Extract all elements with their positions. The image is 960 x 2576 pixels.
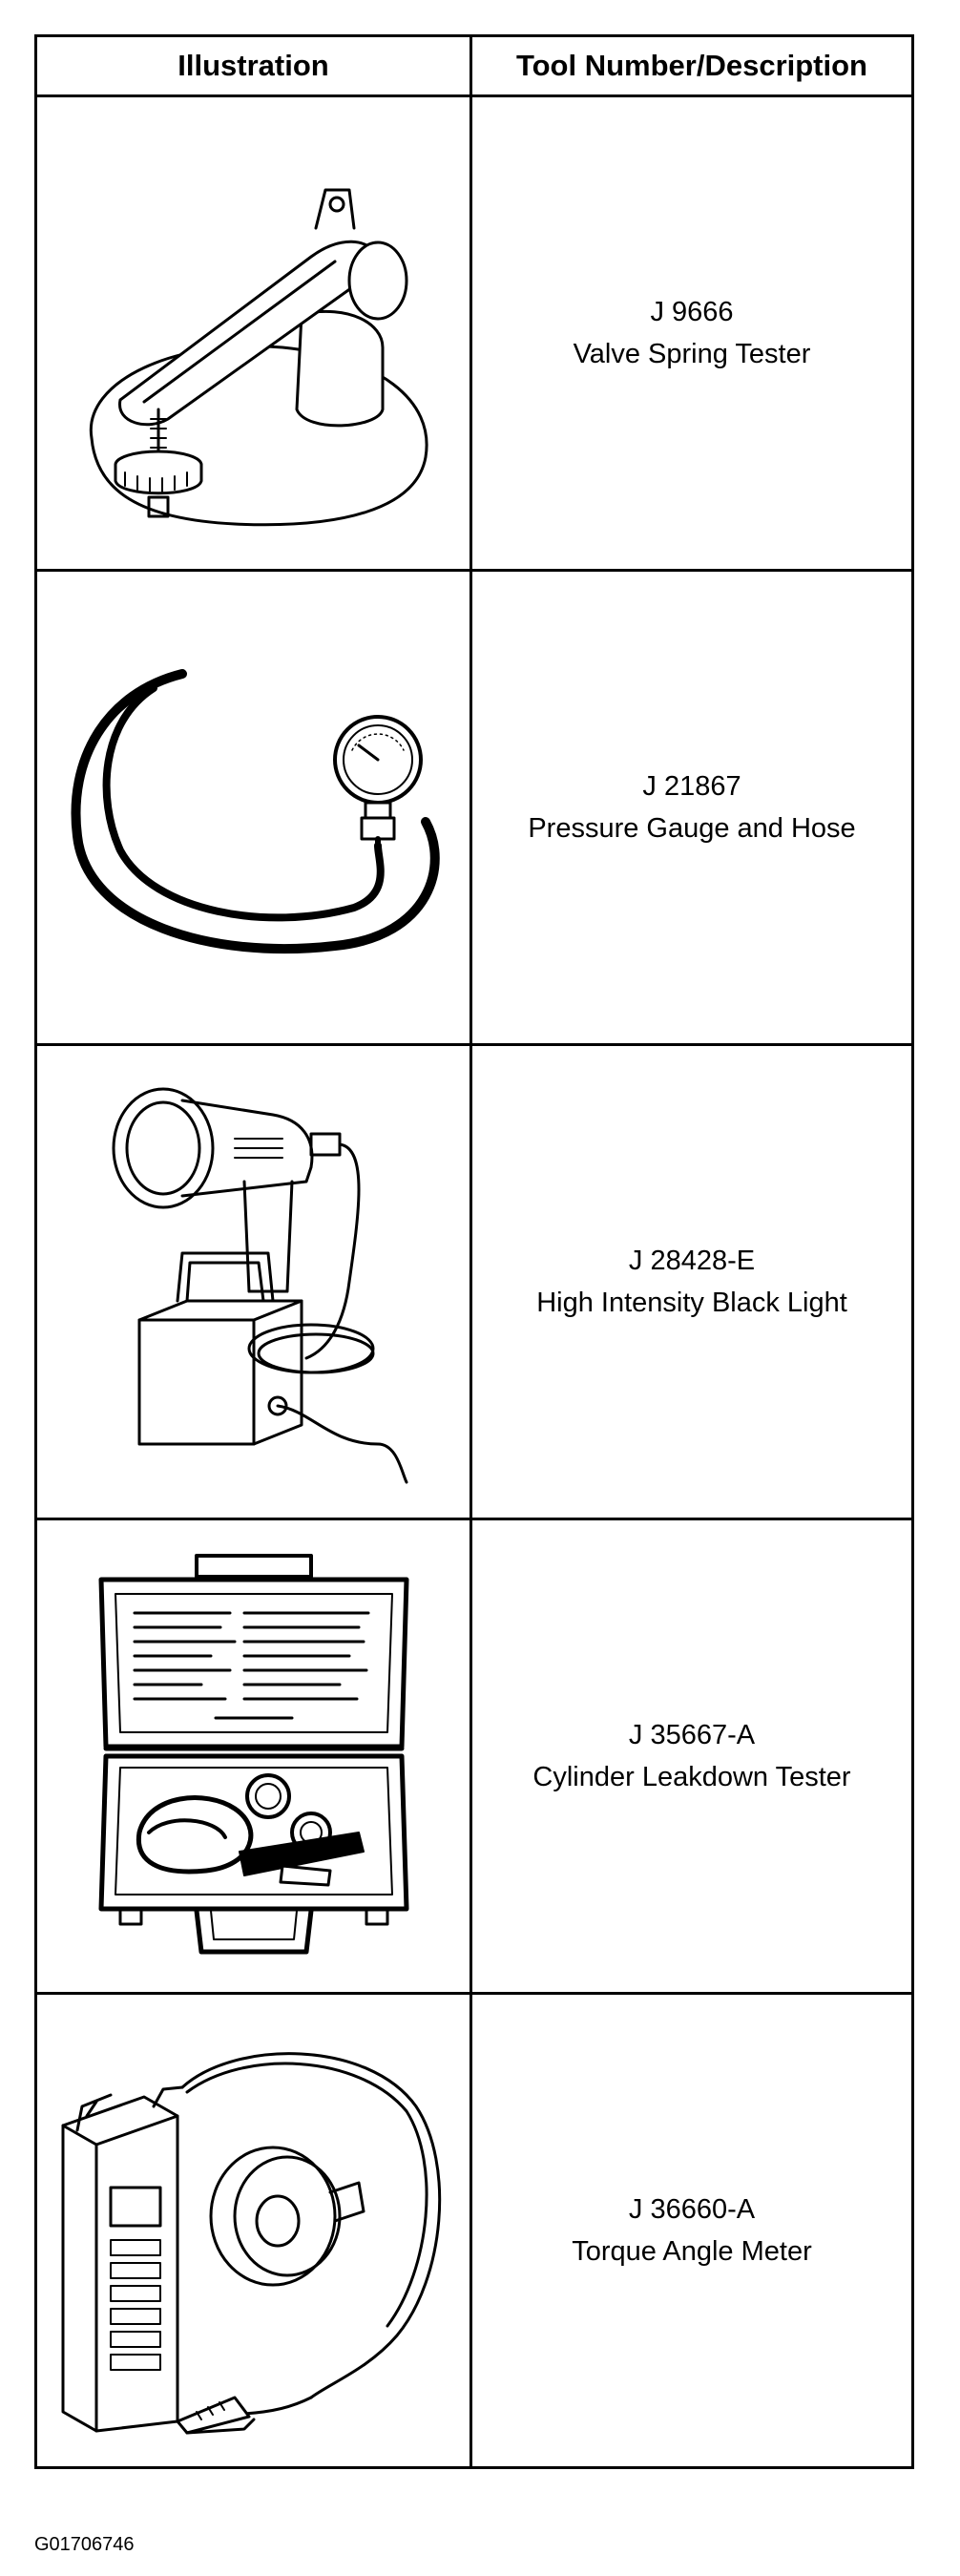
tool-description-cell: J 35667-A Cylinder Leakdown Tester: [470, 1518, 914, 1995]
torque-angle-meter-icon: [61, 2052, 441, 2435]
tool-number: J 35667-A: [628, 1720, 756, 1750]
tool-description-cell: J 9666 Valve Spring Tester: [470, 94, 914, 572]
special-tools-table: Illustration Tool Number/Description: [34, 34, 914, 2469]
table-row: J 21867 Pressure Gauge and Hose: [34, 569, 914, 1046]
tool-number: J 9666: [650, 297, 734, 327]
header-tool-description: Tool Number/Description: [470, 34, 914, 97]
table-row: J 28428-E High Intensity Black Light: [34, 1043, 914, 1520]
tool-number: J 28428-E: [628, 1246, 756, 1276]
tool-description-cell: J 21867 Pressure Gauge and Hose: [470, 569, 914, 1046]
illustration-cell: [34, 94, 472, 572]
tool-number: J 36660-A: [628, 2194, 756, 2225]
tool-description: Valve Spring Tester: [573, 339, 811, 369]
header-illustration: Illustration: [34, 34, 472, 97]
illustration-cell: [34, 569, 472, 1046]
tool-description: Pressure Gauge and Hose: [528, 813, 856, 844]
leakdown-tester-icon: [98, 1554, 408, 1955]
black-light-icon: [112, 1087, 407, 1484]
table-row: J 9666 Valve Spring Tester: [34, 94, 914, 572]
tool-description: Cylinder Leakdown Tester: [532, 1762, 851, 1792]
pressure-gauge-hose-icon: [71, 669, 440, 954]
tool-description: High Intensity Black Light: [536, 1288, 847, 1318]
tool-description-cell: J 36660-A Torque Angle Meter: [470, 1992, 914, 2469]
valve-spring-tester-icon: [89, 188, 428, 527]
illustration-cell: [34, 1992, 472, 2469]
tool-description: Torque Angle Meter: [572, 2236, 812, 2267]
figure-id: G01706746: [34, 2534, 135, 2555]
tool-number: J 21867: [642, 771, 741, 802]
table-header-row: Illustration Tool Number/Description: [34, 34, 914, 97]
tool-description-cell: J 28428-E High Intensity Black Light: [470, 1043, 914, 1520]
illustration-cell: [34, 1518, 472, 1995]
table-row: J 36660-A Torque Angle Meter: [34, 1992, 914, 2469]
table-row: J 35667-A Cylinder Leakdown Tester: [34, 1518, 914, 1995]
illustration-cell: [34, 1043, 472, 1520]
